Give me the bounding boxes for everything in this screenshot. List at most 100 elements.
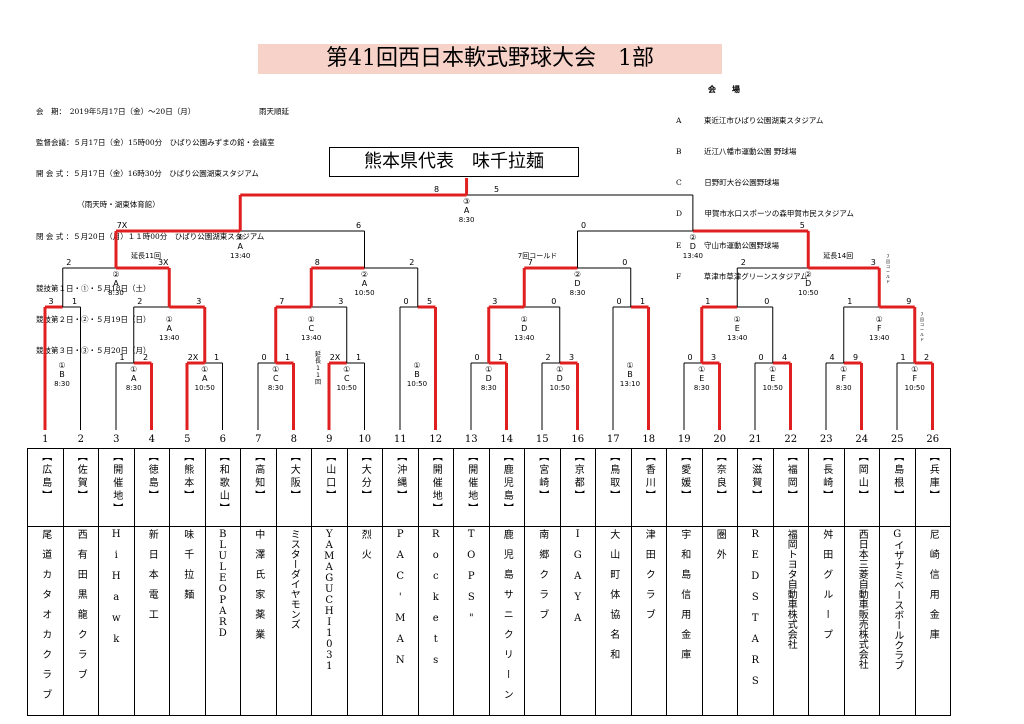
- team-name: 中澤氏家薬業: [240, 526, 277, 716]
- r1-match-5-score-right: 1: [498, 353, 503, 362]
- team-number: 21: [748, 434, 762, 445]
- team-prefecture: 【沖縄】: [382, 448, 419, 527]
- prefecture-label: 【滋賀】: [749, 451, 761, 503]
- r2-side-note: コ: [920, 322, 924, 327]
- r2-match-6-score-left: 0: [616, 297, 621, 306]
- team-prefecture: 【岡山】: [843, 448, 880, 527]
- r2-match-8-time: 13:40: [869, 334, 889, 342]
- team-prefecture: 【宮崎】: [524, 448, 561, 527]
- prefecture-label: 【大阪】: [288, 451, 300, 503]
- bye-match-3-field: B: [627, 370, 633, 379]
- r2-match-5-field: D: [521, 324, 527, 333]
- prefecture-label: 【宮崎】: [536, 451, 548, 503]
- r2-match-1-score-right: 1: [72, 297, 77, 306]
- r1-note-extra-innings: 1: [316, 365, 320, 372]
- r1-match-9-round: ①: [840, 365, 847, 374]
- r1-match-10-score-right: 2: [924, 353, 929, 362]
- team-name: Gイザナミベースボールクラブ: [879, 526, 916, 716]
- team-name: HiHawk: [98, 526, 135, 716]
- r1-match-10-round: ①: [911, 365, 918, 374]
- r1-match-3-round: ①: [272, 365, 279, 374]
- r2-match-2-field: A: [167, 324, 173, 333]
- r1-match-2-score-right: 1: [214, 353, 219, 362]
- team-name-label: BLULEOPARD: [217, 529, 229, 639]
- r2-side-note: ー: [920, 327, 924, 332]
- qf-side-note: 回: [886, 259, 890, 264]
- r2-side-note: 回: [920, 317, 924, 322]
- r1-match-8-round: ①: [769, 365, 776, 374]
- sf-right-score-right: 5: [800, 221, 805, 230]
- r1-match-9-score-right: 9: [853, 353, 858, 362]
- sf-right-round: ②: [689, 233, 696, 242]
- prefecture-label: 【福岡】: [785, 451, 797, 503]
- r2-match-3-round: ①: [308, 315, 315, 324]
- qf-match-2-time: 10:50: [354, 289, 374, 297]
- prefecture-label: 【京都】: [572, 451, 584, 503]
- qf-side-note: 7: [887, 254, 890, 259]
- team-name-label: PAC'MAN: [394, 529, 406, 676]
- prefecture-label: 【開催地】: [110, 451, 122, 516]
- qf-match-1-field: A: [113, 279, 119, 288]
- info-line: 競技第１日・①・５月18日（土）: [36, 283, 151, 293]
- team-prefecture: 【京都】: [559, 448, 596, 527]
- sf-right-score-left: 0: [581, 221, 586, 230]
- r1-match-1-score-left: 1: [119, 353, 124, 362]
- r1-match-3-field: C: [273, 374, 279, 383]
- qf-match-1-score-left: 2: [66, 258, 71, 267]
- bye-match-3-round: ①: [626, 361, 633, 370]
- prefecture-label: 【徳島】: [146, 451, 158, 503]
- venue-line: D 甲賀市水口スポーツの森甲賀市民スタジアム: [676, 209, 854, 219]
- r1-match-2-score-left: 2X: [188, 353, 199, 362]
- qf-side-note: ド: [886, 279, 890, 284]
- team-name-label: 中澤氏家薬業: [252, 529, 264, 649]
- r1-note-extra-innings: 回: [315, 379, 321, 386]
- r2-match-3-score-left: 7: [279, 297, 284, 306]
- qf-side-note: ー: [886, 269, 890, 274]
- team-name-label: 鹿児島サニクリーン: [501, 529, 513, 709]
- team-prefecture: 【兵庫】: [914, 448, 951, 527]
- qf-side-note: ル: [886, 274, 890, 279]
- team-name-label: 福岡トヨタ自動車株式会社: [785, 529, 797, 649]
- r1-match-9-time: 8:30: [836, 384, 852, 392]
- team-name: 西日本三菱自動車販売株式会社: [843, 526, 880, 716]
- team-name: 圏外: [701, 526, 738, 716]
- r1-match-8-time: 10:50: [763, 384, 783, 392]
- r1-match-1-round: ①: [130, 365, 137, 374]
- team-number: 22: [784, 434, 798, 445]
- team-number: 16: [571, 434, 585, 445]
- team-prefecture: 【開催地】: [98, 448, 135, 527]
- prefecture-label: 【兵庫】: [927, 451, 939, 503]
- sf-left-score-left: 7X: [117, 221, 128, 230]
- team-name-label: REDSTARS: [749, 529, 761, 697]
- r1-match-7-score-right: 3: [711, 353, 716, 362]
- bye-match-1-round: ①: [58, 361, 65, 370]
- team-number: 4: [148, 434, 155, 445]
- r1-match-7-round: ①: [698, 365, 705, 374]
- qf-match-2-field: A: [362, 279, 368, 288]
- team-prefecture: 【島根】: [879, 448, 916, 527]
- r1-match-7-field: E: [699, 374, 704, 383]
- prefecture-label: 【熊本】: [181, 451, 193, 503]
- r1-match-1-score-right: 2: [143, 353, 148, 362]
- final-score-left: 8: [434, 185, 439, 194]
- qf-side-note: コ: [886, 264, 890, 269]
- prefecture-row: 【広島】【佐賀】【開催地】【徳島】【熊本】【和歌山】【高知】【大阪】【山口】【大…: [27, 448, 951, 527]
- team-prefecture: 【奈良】: [701, 448, 738, 527]
- team-name: 尼崎信用金庫: [914, 526, 951, 716]
- prefecture-label: 【岡山】: [856, 451, 868, 503]
- r1-match-8-score-left: 0: [758, 353, 763, 362]
- r2-match-7-time: 13:40: [727, 334, 747, 342]
- r2-match-7-field: E: [735, 324, 740, 333]
- r1-match-4-time: 10:50: [337, 384, 357, 392]
- qf-match-1-note: 延長11回: [131, 251, 161, 260]
- r1-match-10-score-left: 1: [900, 353, 905, 362]
- r1-match-4-field: C: [344, 374, 350, 383]
- r2-match-1-score-left: 3: [48, 297, 53, 306]
- qf-match-3-score-right: 0: [622, 258, 627, 267]
- r1-note-extra-innings: 長: [315, 358, 321, 365]
- team-prefecture: 【長崎】: [808, 448, 845, 527]
- r2-match-8-field: F: [877, 324, 882, 333]
- team-prefecture: 【大分】: [346, 448, 383, 527]
